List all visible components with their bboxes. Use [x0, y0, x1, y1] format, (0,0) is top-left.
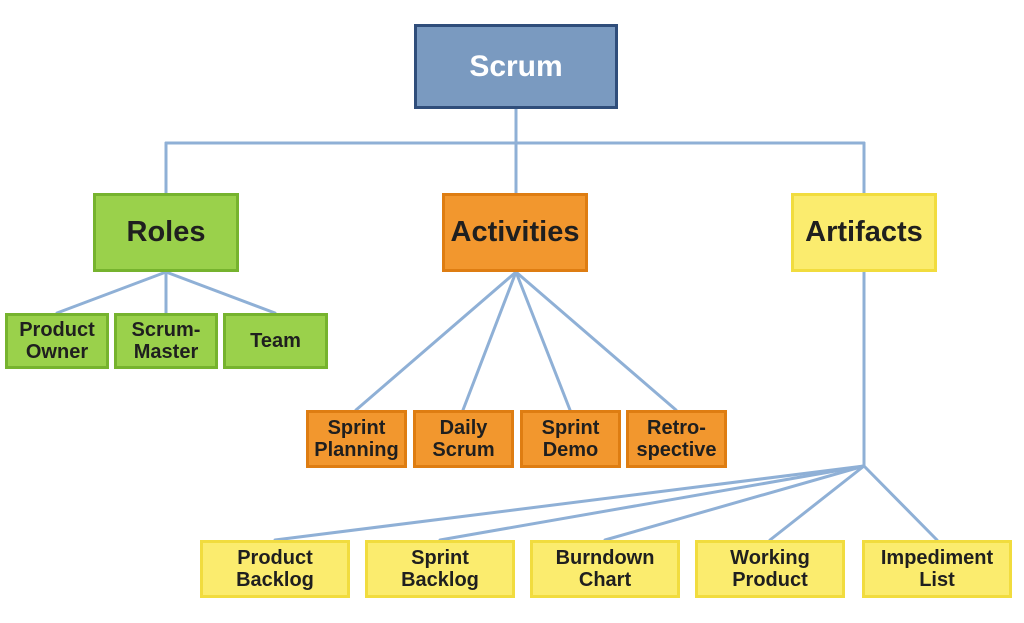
- activity-sprint-planning: Sprint Planning: [306, 410, 407, 468]
- artifact-sprint-backlog: Sprint Backlog: [365, 540, 515, 598]
- connector-roles-product-owner: [55, 270, 168, 315]
- artifact-product-backlog: Product Backlog: [200, 540, 350, 598]
- role-scrum-master: Scrum- Master: [114, 313, 218, 369]
- role-product-owner: Product Owner: [5, 313, 109, 369]
- connector-activities-sprint-demo: [514, 270, 572, 412]
- activity-daily-scrum: Daily Scrum: [413, 410, 514, 468]
- activity-retrospective: Retro- spective: [626, 410, 727, 468]
- connector-roles-team: [164, 270, 277, 315]
- artifact-burndown-chart: Burndown Chart: [530, 540, 680, 598]
- connector-artifacts-sprint-backlog: [438, 464, 866, 542]
- connector-artifacts-impediment-list: [862, 464, 939, 542]
- connector-activities-retrospective: [514, 270, 678, 412]
- connector-activities-sprint-planning: [354, 270, 518, 412]
- category-activities: Activities: [442, 193, 588, 272]
- artifact-working-product: Working Product: [695, 540, 845, 598]
- connector-activities-daily-scrum: [461, 270, 518, 412]
- artifact-impediment-list: Impediment List: [862, 540, 1012, 598]
- connector-artifacts-product-backlog: [273, 464, 866, 542]
- role-team: Team: [223, 313, 328, 369]
- category-artifacts: Artifacts: [791, 193, 937, 272]
- activity-sprint-demo: Sprint Demo: [520, 410, 621, 468]
- connector-artifacts-burndown-chart: [603, 464, 866, 542]
- root-node-scrum: Scrum: [414, 24, 618, 109]
- connector-artifacts-working-product: [768, 464, 866, 542]
- category-roles: Roles: [93, 193, 239, 272]
